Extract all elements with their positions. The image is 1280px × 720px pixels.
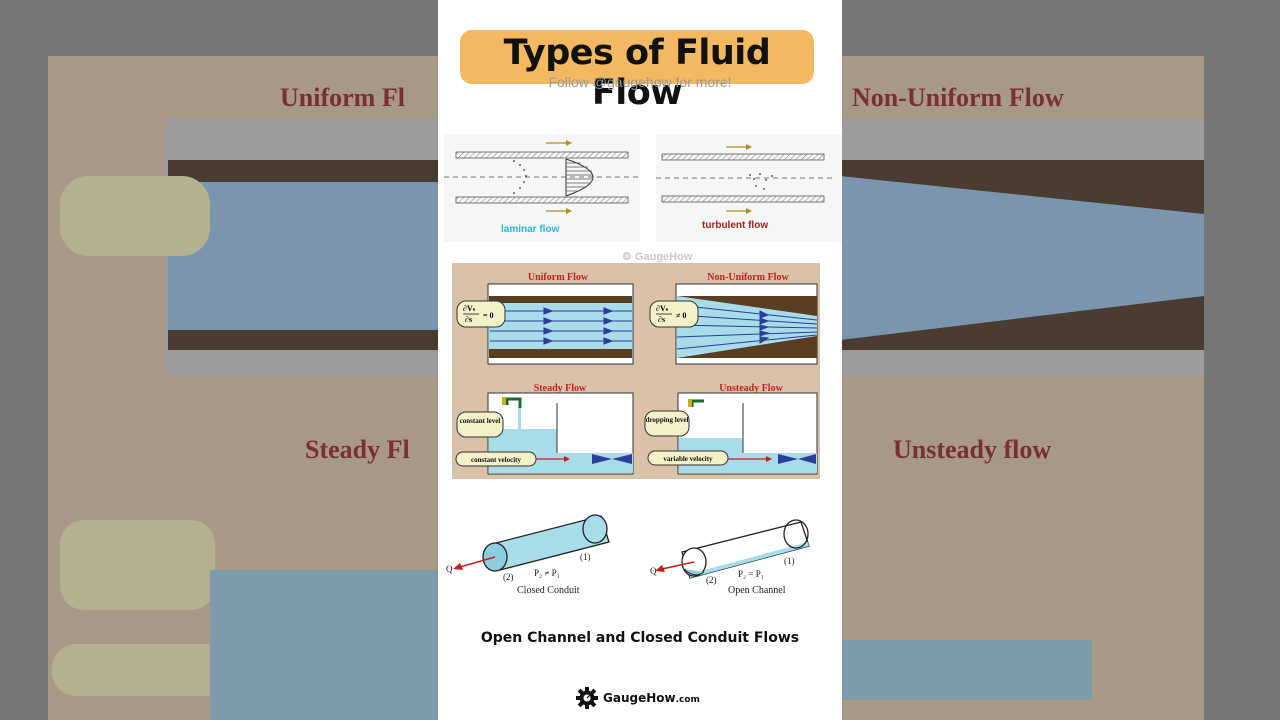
flow-types-diagram: Uniform Flow ∂Vs ∂s = 0 Non-Uniform Flow	[452, 263, 820, 479]
non-uniform-equation-bubble	[649, 300, 699, 328]
unsteady-flow-title: Unsteady Flow	[719, 383, 783, 394]
dropping-level-label: dropping level	[646, 416, 689, 424]
laminar-top-wall	[455, 151, 629, 159]
open-channel-caption: Open Channel	[728, 585, 786, 596]
turbulent-panel	[656, 134, 842, 242]
footer-domain-suffix: .com	[675, 695, 700, 705]
closed-conduit-outlet	[582, 514, 608, 544]
open-channel: Q (2) (1) P₂ = P₁	[650, 519, 810, 585]
closed-flow-arrow	[459, 556, 496, 568]
laminar-dye-dots	[513, 160, 527, 194]
laminar-flow-label: laminar flow	[501, 224, 560, 235]
svg-text:Unsteady flow: Unsteady flow	[893, 435, 1051, 464]
closed-section-2: (2)	[503, 572, 514, 582]
watermark-text: GaugeHow	[634, 251, 693, 263]
gear-icon	[576, 687, 598, 709]
conduit-diagram: Q (2) (1) P₂ ≠ P₁ Q (2) (1) P₂ = P₁ Clos…	[446, 514, 810, 596]
footer-brand: GaugeHow	[603, 691, 676, 705]
velocity-profile-vectors	[566, 162, 593, 192]
footer-logo[interactable]: GaugeHow.com	[576, 686, 700, 710]
closed-q-label: Q	[446, 564, 453, 574]
svg-text:Non-Uniform Flow: Non-Uniform Flow	[852, 83, 1064, 112]
turbulent-bottom-wall	[661, 195, 825, 203]
open-channel-outlet	[783, 519, 809, 549]
follow-subtitle: Follow @gaugehow for more!	[548, 74, 732, 90]
velocity-profile	[565, 158, 594, 197]
unsteady-flow-panel: Unsteady Flow dropping level variable ve…	[644, 383, 818, 475]
non-uniform-flow-title: Non-Uniform Flow	[707, 272, 789, 283]
svg-text:∂s: ∂s	[658, 315, 665, 324]
open-q-label: Q	[650, 566, 657, 576]
title-banner: Types of Fluid Flow	[460, 30, 814, 113]
closed-section-1: (1)	[580, 552, 591, 562]
svg-text:Uniform Fl: Uniform Fl	[280, 83, 405, 112]
open-section-1: (1)	[784, 556, 795, 566]
svg-text:∂Vs: ∂Vs	[463, 304, 476, 313]
non-uniform-flow-panel: Non-Uniform Flow ∂Vs ∂s ≠ 0	[649, 272, 818, 365]
svg-text:∂Vs: ∂Vs	[656, 304, 669, 313]
gear-icon: ⚙	[622, 251, 632, 263]
variable-velocity-bubble	[647, 450, 729, 466]
closed-conduit: Q (2) (1) P₂ ≠ P₁	[446, 514, 610, 582]
constant-level-bubble	[456, 411, 504, 438]
uniform-streamlines	[490, 307, 632, 345]
infographic-card: Types of Fluid Flow Follow @gaugehow for…	[438, 0, 842, 720]
open-pressure-relation: P₂ = P₁	[738, 569, 764, 579]
uniform-equation-bubble	[456, 300, 506, 328]
constant-velocity-label: constant velocity	[471, 456, 521, 464]
closed-pressure-relation: P₂ ≠ P₁	[534, 568, 560, 578]
non-uniform-equation: ≠ 0	[676, 311, 686, 320]
non-uniform-streamlines	[676, 304, 818, 350]
laminar-bottom-wall	[455, 196, 629, 204]
closed-conduit-caption: Closed Conduit	[517, 585, 580, 596]
diagram-caption: Open Channel and Closed Conduit Flows	[480, 630, 800, 646]
variable-velocity-label: variable velocity	[663, 455, 713, 463]
steady-flow-panel: Steady Flow constant level constant velo…	[455, 383, 634, 475]
page-title: Types of Fluid Flow	[503, 33, 771, 113]
dropping-level-bubble	[644, 410, 690, 437]
open-flow-arrow	[661, 561, 695, 570]
turbulent-top-wall	[661, 153, 825, 161]
turbulent-flow-label: turbulent flow	[702, 220, 769, 231]
watermark: ⚙ GaugeHow	[622, 250, 692, 263]
uniform-flow-title: Uniform Flow	[528, 272, 589, 283]
svg-text:Steady Fl: Steady Fl	[305, 435, 410, 464]
steady-faucet	[505, 397, 522, 408]
constant-level-label: constant level	[460, 417, 501, 425]
open-section-2: (2)	[706, 575, 717, 585]
uniform-flow-panel: Uniform Flow ∂Vs ∂s = 0	[456, 272, 634, 365]
svg-text:∂s: ∂s	[465, 315, 472, 324]
steady-flow-title: Steady Flow	[534, 383, 587, 394]
pipe-flow-diagram	[444, 134, 842, 242]
turbulent-dye-dots	[749, 173, 773, 190]
uniform-equation: = 0	[483, 311, 494, 320]
